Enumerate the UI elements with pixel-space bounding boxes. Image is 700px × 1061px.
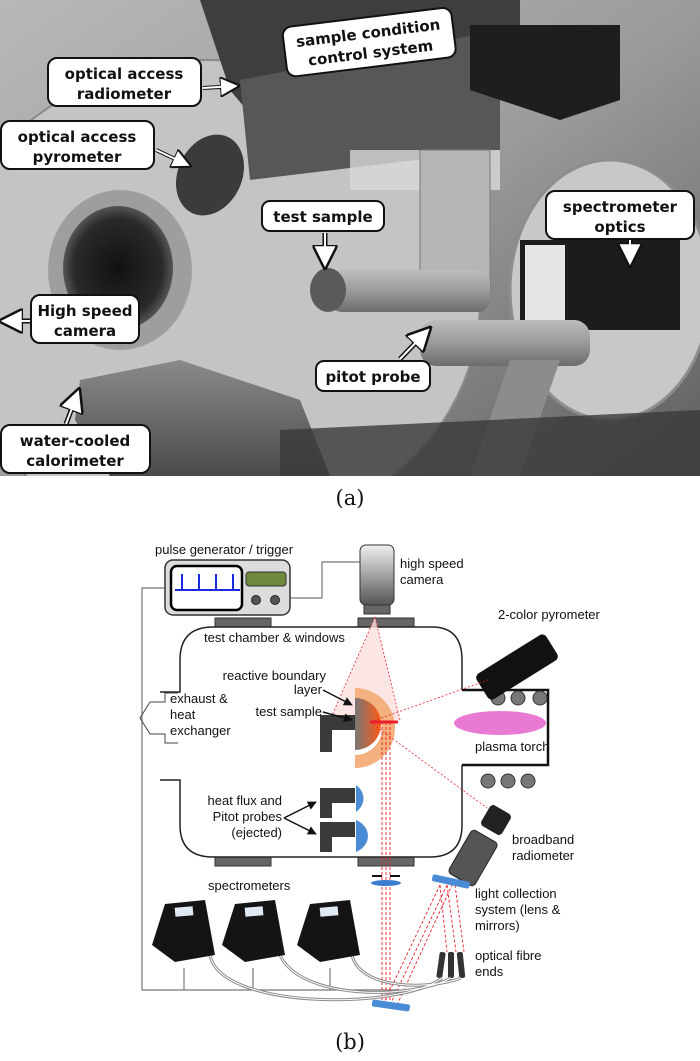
callout-spectrometer-optics: spectrometer optics (545, 190, 695, 263)
label-light-collection-1: light collection (475, 886, 557, 901)
svg-text:optical access: optical access (18, 128, 137, 146)
test-sample-shape (355, 698, 381, 750)
high-speed-camera (359, 544, 395, 615)
label-exhaust-1: exhaust & (170, 691, 228, 706)
label-exhaust-3: exchanger (170, 723, 231, 738)
label-light-collection-3: mirrors) (475, 918, 520, 933)
label-test-sample: test sample (256, 704, 322, 719)
callout-optical-access-radiometer: optical access radiometer (47, 57, 236, 107)
fibre-end-1 (436, 951, 446, 979)
callout-water-cooled-calorimeter: water-cooled calorimeter (0, 392, 151, 474)
pitot-probe (320, 820, 368, 852)
mirror-upper (431, 874, 470, 889)
test-sample-object (310, 268, 346, 312)
svg-text:spectrometer: spectrometer (563, 198, 678, 216)
label-probes-3: (ejected) (231, 825, 282, 840)
spectrometer-1 (152, 900, 215, 962)
label-spectrometers: spectrometers (208, 878, 291, 893)
optical-paths (381, 722, 465, 1006)
sample-holder (320, 715, 355, 752)
svg-text:calorimeter: calorimeter (26, 452, 124, 470)
label-high-speed-camera-2: camera (400, 572, 444, 587)
label-plasma-torch: plasma torch (475, 739, 549, 754)
label-exhaust-2: heat (170, 707, 196, 722)
label-fibre-1: optical fibre (475, 948, 541, 963)
svg-text:test sample: test sample (273, 208, 372, 226)
callout-high-speed-camera: High speed camera (3, 294, 140, 344)
window-top-left (214, 617, 272, 628)
label-test-chamber: test chamber & windows (204, 630, 345, 645)
label-broadband-1: broadband (512, 832, 574, 847)
svg-text:pitot probe: pitot probe (325, 368, 420, 386)
label-probes-1: heat flux and (208, 793, 282, 808)
broadband-radiometer-head (481, 805, 511, 835)
callout-pitot-probe: pitot probe (315, 330, 430, 392)
label-two-color-pyrometer: 2-color pyrometer (498, 607, 601, 622)
svg-text:optical access: optical access (65, 65, 184, 83)
optical-fibres (208, 954, 462, 1002)
pitot-probe-object (420, 320, 590, 366)
callout-test-sample: test sample (261, 200, 385, 265)
experimental-setup-photo: optical access radiometer sample conditi… (0, 0, 700, 476)
broadband-radiometer-body (448, 829, 498, 887)
fibre-end-2 (448, 952, 454, 978)
experimental-setup-schematic: pulse generator / trigger high speed cam… (139, 542, 601, 1012)
svg-text:optics: optics (594, 218, 645, 236)
caption-a: (a) (335, 486, 365, 510)
svg-text:water-cooled: water-cooled (20, 432, 131, 450)
label-high-speed-camera-1: high speed (400, 556, 464, 571)
two-color-pyrometer (476, 634, 558, 700)
mirror-lower (371, 999, 410, 1012)
label-light-collection-2: system (lens & (475, 902, 561, 917)
pulse-generator (164, 559, 291, 616)
spectrometer-3 (297, 900, 360, 962)
label-probes-2: Pitot probes (213, 809, 283, 824)
svg-text:radiometer: radiometer (77, 85, 172, 103)
spectrometer-2 (222, 900, 285, 962)
reactive-boundary-layer (355, 688, 395, 768)
label-fibre-2: ends (475, 964, 504, 979)
callout-optical-access-pyrometer: optical access pyrometer (0, 120, 188, 170)
svg-text:High speed: High speed (37, 302, 132, 320)
label-pulse-generator: pulse generator / trigger (155, 542, 294, 557)
lens (371, 880, 401, 886)
svg-text:pyrometer: pyrometer (33, 148, 122, 166)
heat-flux-probe (320, 785, 364, 818)
fibre-end-3 (456, 951, 466, 979)
callout-sample-condition-control-system: sample condition control system (281, 6, 457, 78)
test-chamber (160, 626, 463, 858)
svg-text:camera: camera (54, 322, 116, 340)
plasma-plume (454, 711, 546, 735)
label-boundary-layer-2: layer (294, 682, 323, 697)
window-top-right (357, 617, 415, 628)
window-bottom-left (214, 856, 272, 867)
label-broadband-2: radiometer (512, 848, 575, 863)
label-boundary-layer-1: reactive boundary (223, 668, 327, 683)
exhaust-arrow-icon (139, 692, 178, 744)
caption-b: (b) (335, 1030, 365, 1054)
